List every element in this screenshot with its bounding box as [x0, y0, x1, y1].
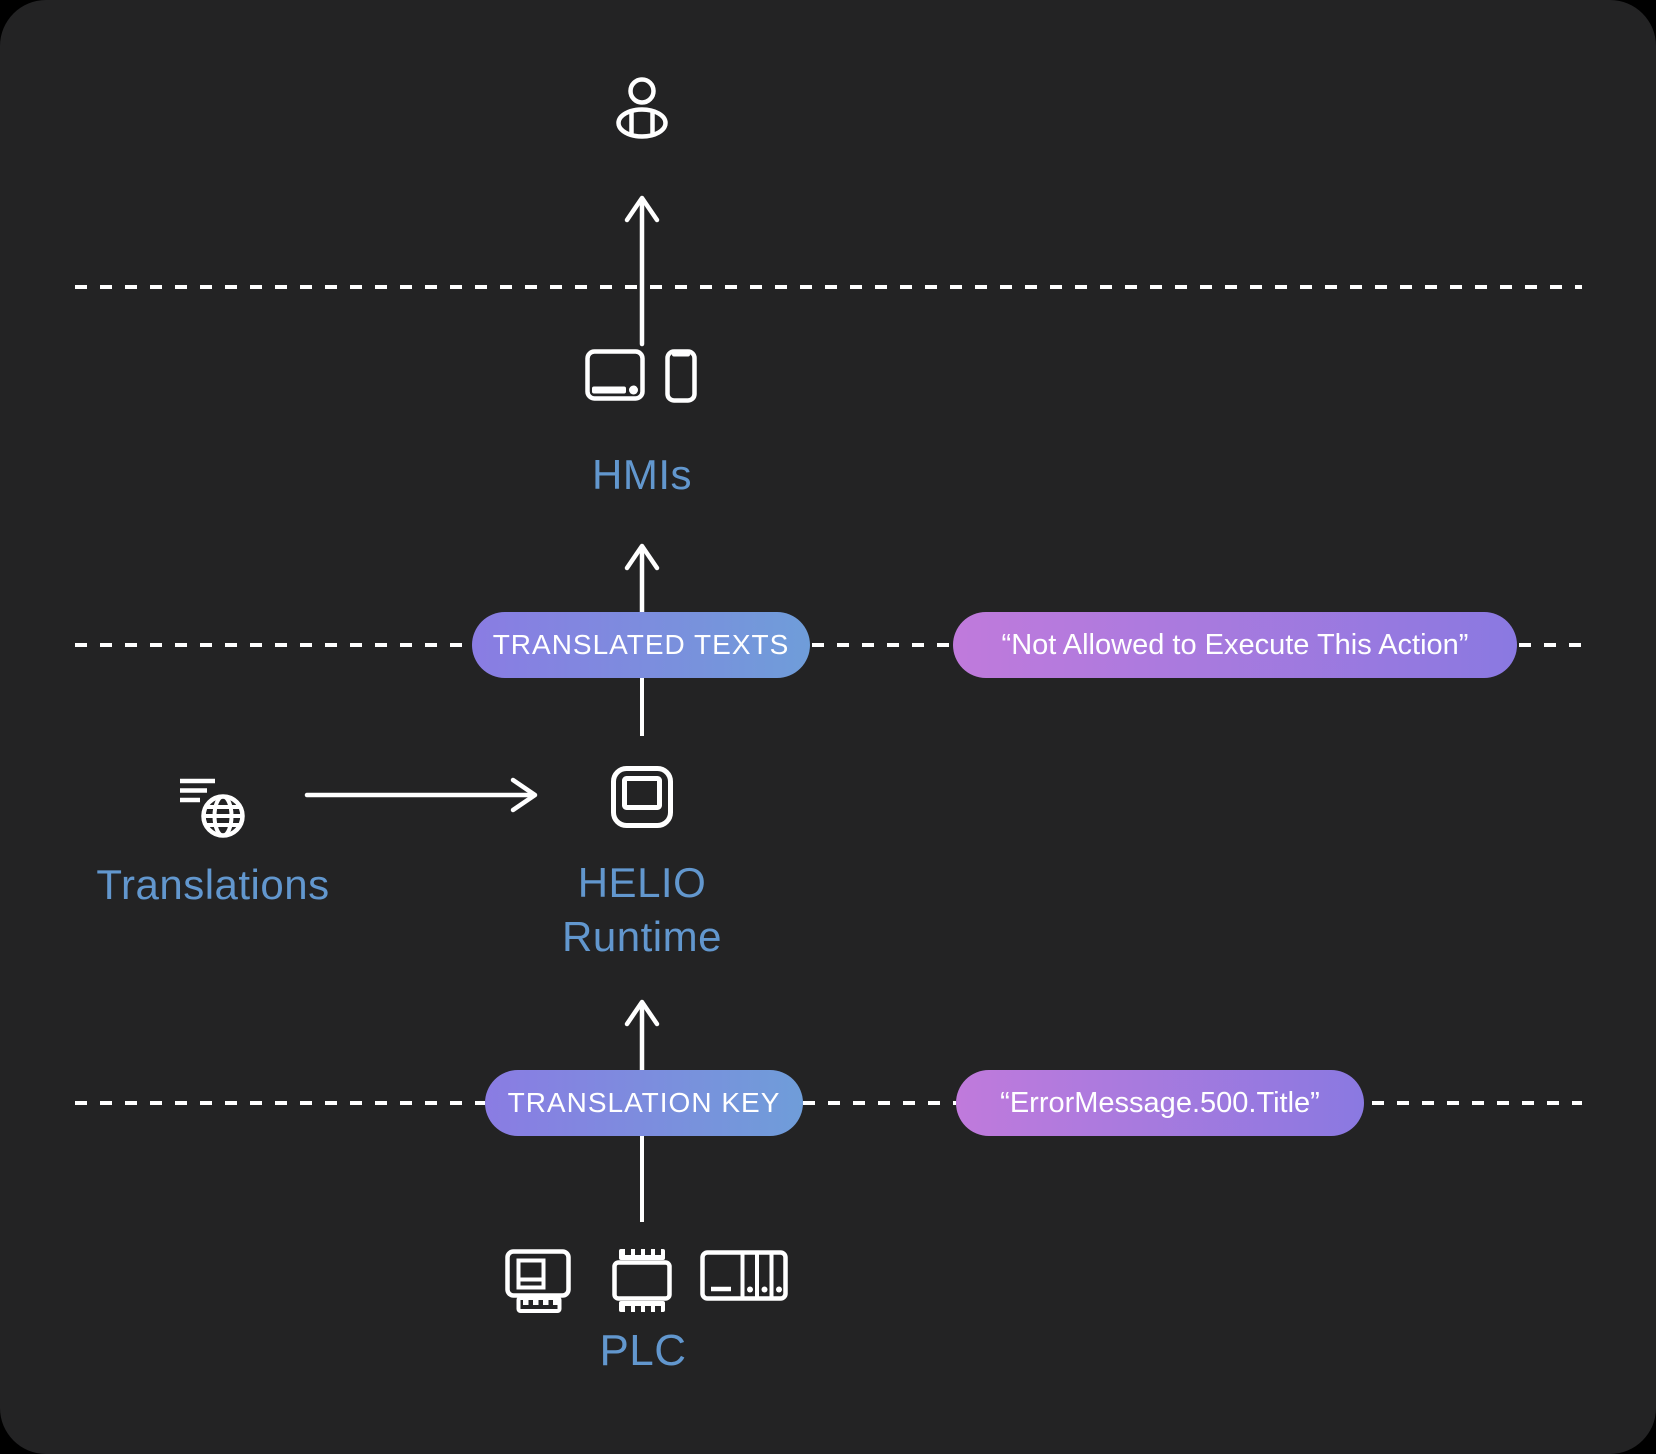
- helio-label-line2: Runtime: [562, 913, 722, 960]
- user-icon: [616, 77, 668, 139]
- hmis-label: HMIs: [592, 451, 692, 498]
- din-module-icon: [612, 1249, 672, 1312]
- runtime-screen-icon: [611, 766, 673, 828]
- arrow-key-to-helio: [624, 999, 660, 1073]
- line-plc-to-key: [640, 1136, 644, 1222]
- dashed-line-texts-middle: [812, 643, 953, 647]
- arrow-texts-to-hmis: [624, 543, 660, 617]
- translations-label: Translations: [96, 861, 330, 908]
- hmi-devices: [585, 349, 697, 403]
- translated-texts-pill: TRANSLATED TEXTS: [472, 612, 810, 678]
- translation-key-pill: TRANSLATION KEY: [485, 1070, 803, 1136]
- dashed-line-user-boundary: [75, 285, 1582, 289]
- globe-lines-icon: [180, 778, 245, 838]
- phone-icon: [665, 349, 697, 403]
- error-message-pill: “ErrorMessage.500.Title”: [956, 1070, 1364, 1136]
- arrow-hmis-to-user: [624, 195, 660, 347]
- arrow-translations-to-helio: [304, 777, 538, 813]
- not-allowed-pill: “Not Allowed to Execute This Action”: [953, 612, 1517, 678]
- dashed-line-key-right: [1372, 1101, 1582, 1105]
- line-helio-to-texts: [640, 678, 644, 736]
- dashed-line-texts-left: [75, 643, 472, 647]
- dashed-line-texts-right: [1519, 643, 1582, 647]
- helio-runtime-label: HELIO Runtime: [492, 856, 792, 964]
- plc-rack-icon: [700, 1250, 788, 1301]
- plc-label: PLC: [599, 1326, 687, 1375]
- dashed-line-key-left: [75, 1101, 485, 1105]
- tablet-icon: [585, 349, 645, 401]
- dashed-line-key-middle: [803, 1101, 956, 1105]
- helio-label-line1: HELIO: [577, 859, 707, 906]
- plc-terminal-icon: [505, 1249, 571, 1313]
